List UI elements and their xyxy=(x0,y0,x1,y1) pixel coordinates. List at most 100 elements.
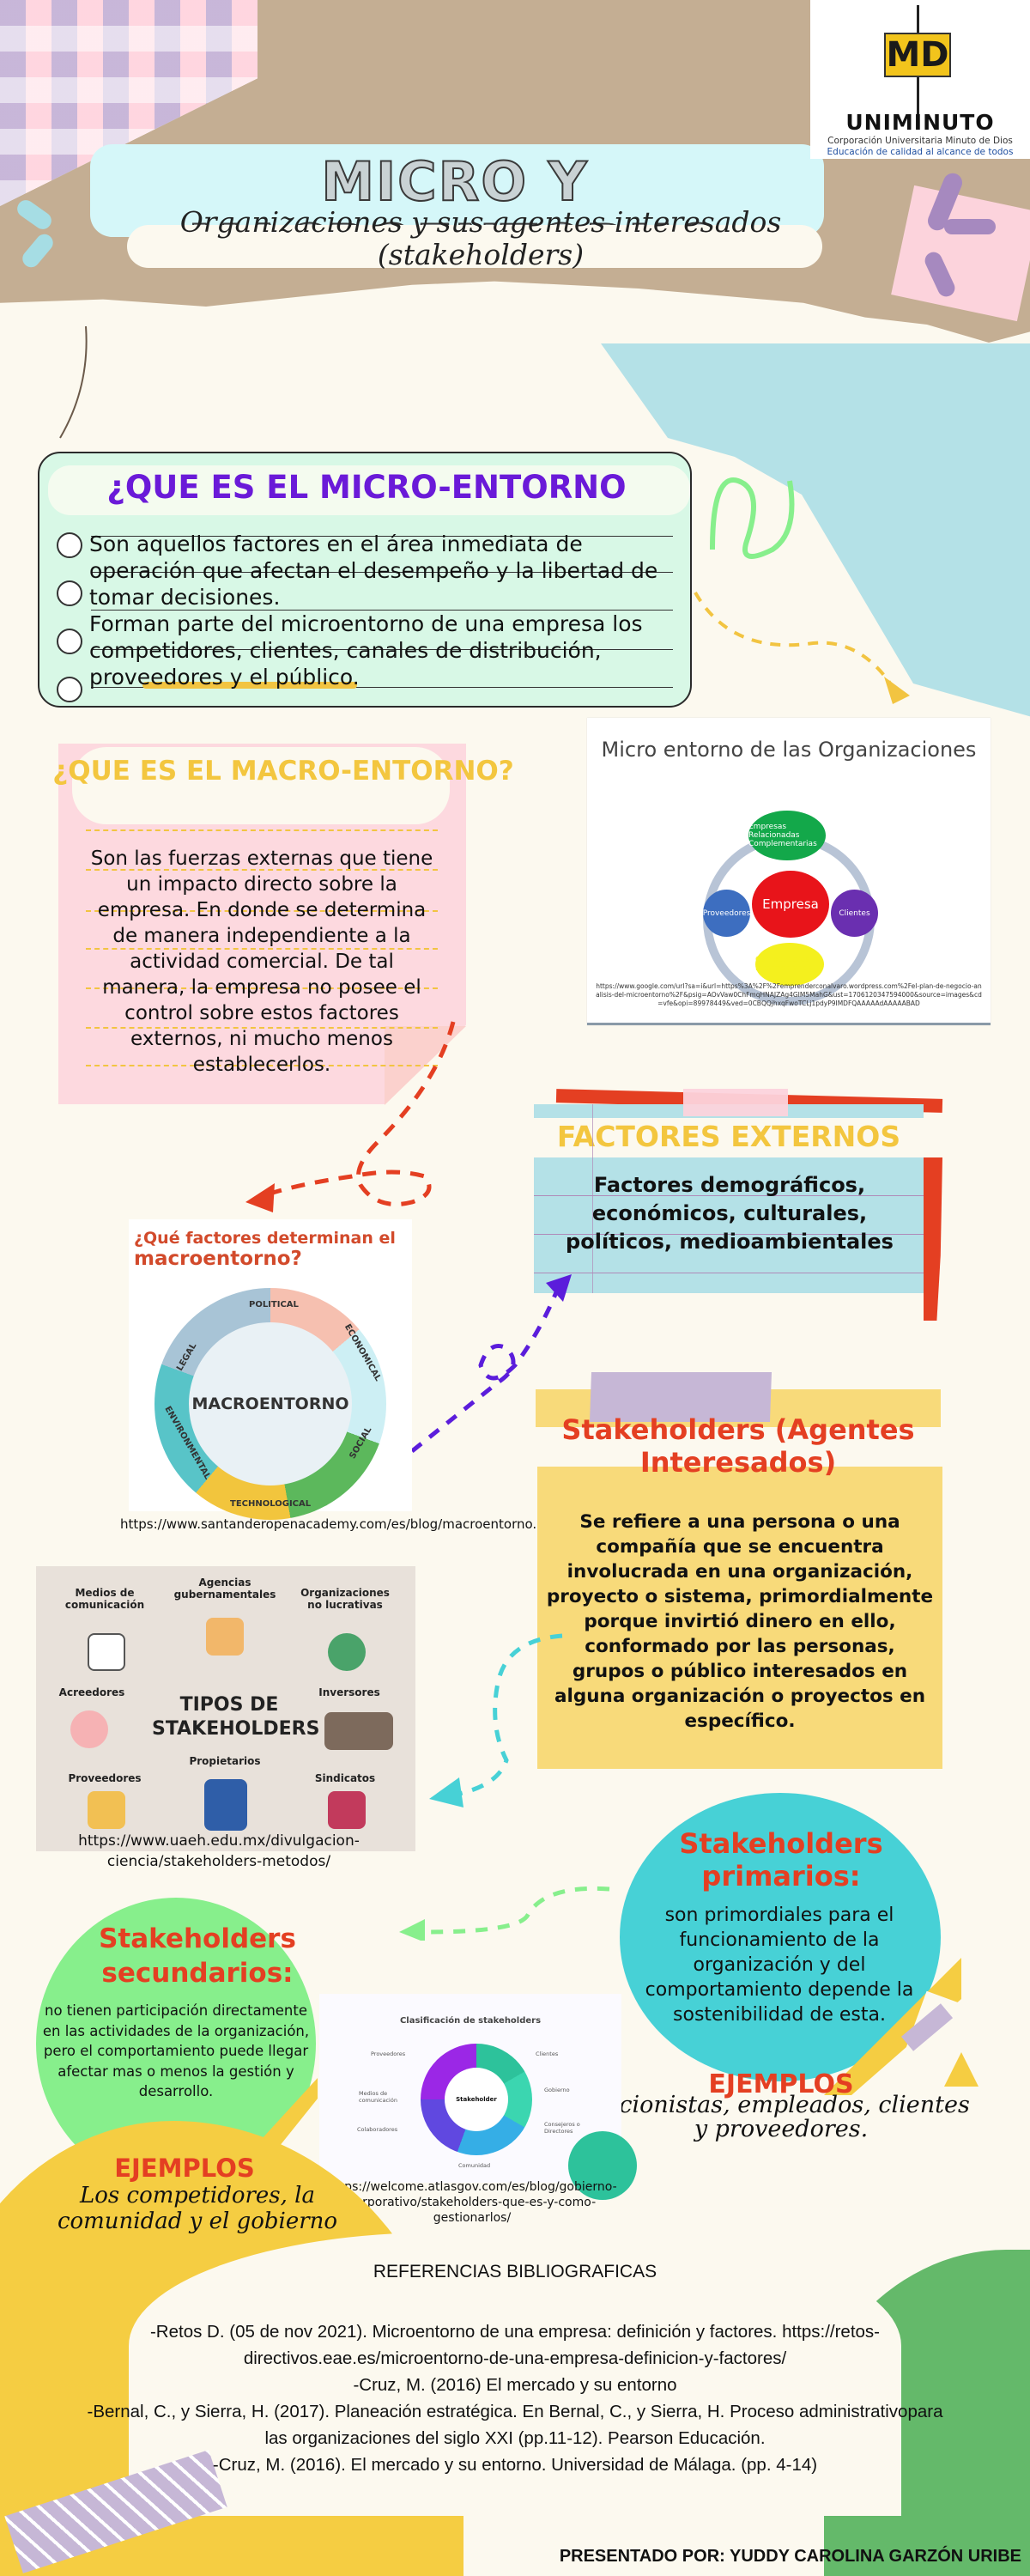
image-source-url[interactable]: https://www.google.com/url?sa=i&url=http… xyxy=(596,982,982,1007)
fist-union-icon xyxy=(328,1791,366,1829)
diagram-title: Clasificación de stakeholders xyxy=(399,2016,542,2026)
stakeholder-type-label: Organizaciones no lucrativas xyxy=(300,1587,390,1611)
bullet-circle-icon xyxy=(57,532,82,558)
diagram-title-line-2: macroentorno? xyxy=(134,1248,302,1270)
stakeholder-type-label: Acreedores xyxy=(58,1686,125,1698)
investors-handshake-icon xyxy=(324,1712,393,1750)
string-decoration xyxy=(59,326,88,439)
presented-by: PRESENTADO POR: YUDDY CAROLINA GARZÓN UR… xyxy=(559,2547,1021,2566)
image-source-url[interactable]: https://www.santanderopenacademy.com/es/… xyxy=(120,1516,566,1532)
stakeholder-type-label: Inversores xyxy=(318,1686,380,1698)
logo-name: UNIMINUTO xyxy=(845,110,995,135)
bullet-circle-icon xyxy=(57,629,82,654)
green-loop-decoration xyxy=(710,477,795,559)
factores-externos-title: FACTORES EXTERNOS xyxy=(556,1120,901,1153)
logo-tagline-1: Corporación Universitaria Minuto de Dios xyxy=(827,136,1013,146)
squiggle-decoration xyxy=(403,290,506,308)
cream-bottom-patch xyxy=(481,2490,824,2576)
secundarios-examples-title: EJEMPLOS xyxy=(114,2154,255,2183)
diagram-node-left: Proveedores xyxy=(703,890,750,937)
dashed-line xyxy=(86,829,438,831)
tipos-stakeholders-image: Medios de comunicación Agencias gubernam… xyxy=(36,1566,415,1851)
reference-item: -Cruz, M. (2016). El mercado y su entorn… xyxy=(212,2455,818,2475)
donut-center-label: Stakeholder xyxy=(445,2068,508,2131)
diagram-title: Micro entorno de las Organizaciones xyxy=(601,738,977,762)
segment-label: POLITICAL xyxy=(249,1300,299,1309)
factores-externos-card xyxy=(534,1157,924,1293)
stakeholder-type-label: Propietarios xyxy=(189,1755,261,1767)
ruled-line xyxy=(91,610,673,611)
macroentorno-diagram-image: ¿Qué factores determinan el macroentorno… xyxy=(129,1219,412,1520)
dashed-arrow-purple xyxy=(410,1274,572,1453)
micro-entorno-title: ¿QUE ES EL MICRO-ENTORNO xyxy=(106,469,627,506)
donut-label: Clientes xyxy=(536,2050,559,2057)
primarios-text: son primordiales para el funcionamiento … xyxy=(645,1905,914,2026)
newspaper-icon xyxy=(88,1633,125,1671)
clasificacion-stakeholders-image: Clasificación de stakeholders Stakeholde… xyxy=(319,1994,637,2200)
dashed-line xyxy=(86,910,438,912)
image-source-url[interactable]: https://www.uaeh.edu.mx/divulgacion-cien… xyxy=(78,1832,360,1870)
subtitle-band xyxy=(127,225,822,268)
donut-label: Colaboradores xyxy=(357,2126,398,2133)
yellow-highlight xyxy=(142,682,357,689)
cream-gap xyxy=(536,1427,942,1467)
tipos-center-label: TIPOS DE STAKEHOLDERS xyxy=(152,1694,320,1740)
donut-label: Comunidad xyxy=(458,2162,491,2169)
title-band xyxy=(90,144,824,237)
page-subtitle: Organizaciones y sus agentes interesados… xyxy=(179,205,782,271)
pink-tape-decoration xyxy=(683,1089,788,1116)
segment-label: ECONOMICAL xyxy=(342,1322,383,1383)
stakeholder-type-label: Agencias gubernamentales xyxy=(173,1577,276,1601)
red-tape-decoration xyxy=(924,1157,942,1321)
image-source-url[interactable]: https://welcome.atlasgov.com/es/blog/gob… xyxy=(327,2180,617,2225)
bullet-circle-icon xyxy=(57,580,82,606)
segment-label: LEGAL xyxy=(175,1341,199,1373)
micro-paragraph-2: Forman parte del microentorno de una emp… xyxy=(89,611,643,690)
donut-label: Medios de comunicación xyxy=(359,2090,397,2104)
dashed-line xyxy=(86,869,438,871)
dashed-line xyxy=(86,948,438,950)
micro-paragraph-1: Son aquellos factores en el área inmedia… xyxy=(89,532,658,610)
lilac-dash-decoration xyxy=(944,219,996,234)
uniminuto-logo: MD UNIMINUTO Corporación Universitaria M… xyxy=(810,0,1030,159)
dashed-arrow-green xyxy=(399,1886,610,1941)
reference-item: -Bernal, C., y Sierra, H. (2017). Planea… xyxy=(87,2402,943,2448)
wheel-center-label: MACROENTORNO xyxy=(189,1322,352,1485)
micro-entorno-text: Son aquellos factores en el área inmedia… xyxy=(89,531,690,690)
factores-externos-text: Factores demográficos, económicos, cultu… xyxy=(566,1173,894,1254)
secundarios-title: Stakeholders secundarios: xyxy=(99,1923,296,1989)
stakeholders-text: Se refiere a una persona o una compañía … xyxy=(546,1511,934,1732)
primarios-title: Stakeholders primarios: xyxy=(679,1827,883,1893)
donut-label: Proveedores xyxy=(371,2050,406,2057)
ruled-line xyxy=(91,572,673,573)
donut-label: Consejeros o Directores xyxy=(544,2121,580,2135)
piggy-bank-icon xyxy=(70,1710,108,1748)
cream-center-patch xyxy=(129,2233,901,2516)
ruled-line xyxy=(91,649,673,650)
government-agent-icon xyxy=(206,1618,244,1656)
stakeholder-type-label: Sindicatos xyxy=(314,1772,376,1784)
margin-line xyxy=(592,1104,593,1293)
micro-header-band xyxy=(48,465,690,515)
delivery-worker-icon xyxy=(88,1791,125,1829)
logo-tagline-2: Educación de calidad al alcance de todos xyxy=(827,147,1014,157)
dashed-arrow-yellow xyxy=(694,592,910,704)
diagram-node-right: Clientes xyxy=(831,890,878,937)
dashed-line xyxy=(86,987,438,989)
diagram-node-top: Empresas Relacionadas Complementarias xyxy=(748,811,826,860)
stakeholder-type-label: Proveedores xyxy=(68,1772,142,1784)
dashed-arrow-cyan xyxy=(429,1633,563,1807)
reference-item: -Retos D. (05 de nov 2021). Microentorno… xyxy=(149,2322,881,2368)
logo-mark: MD xyxy=(884,33,951,77)
stakeholder-donut: Stakeholder xyxy=(421,2044,532,2155)
macro-entorno-title: ¿QUE ES EL MACRO-ENTORNO? xyxy=(52,756,514,787)
secundarios-text: no tienen participación directamente en … xyxy=(42,2002,310,2099)
segment-label: TECHNOLOGICAL xyxy=(230,1499,312,1509)
diagram-node-center: Empresa xyxy=(752,871,829,938)
macroentorno-wheel: MACROENTORNO POLITICAL ECONOMICAL SOCIAL… xyxy=(154,1288,386,1520)
primarios-examples: accionistas, empleados, clientes y prove… xyxy=(592,2092,970,2142)
ruled-line xyxy=(91,687,673,688)
ruled-line xyxy=(91,536,673,537)
secundarios-examples: Los competidores, la comunidad y el gobi… xyxy=(57,2183,338,2234)
stakeholders-title: Stakeholders (Agentes Interesados) xyxy=(561,1413,915,1479)
